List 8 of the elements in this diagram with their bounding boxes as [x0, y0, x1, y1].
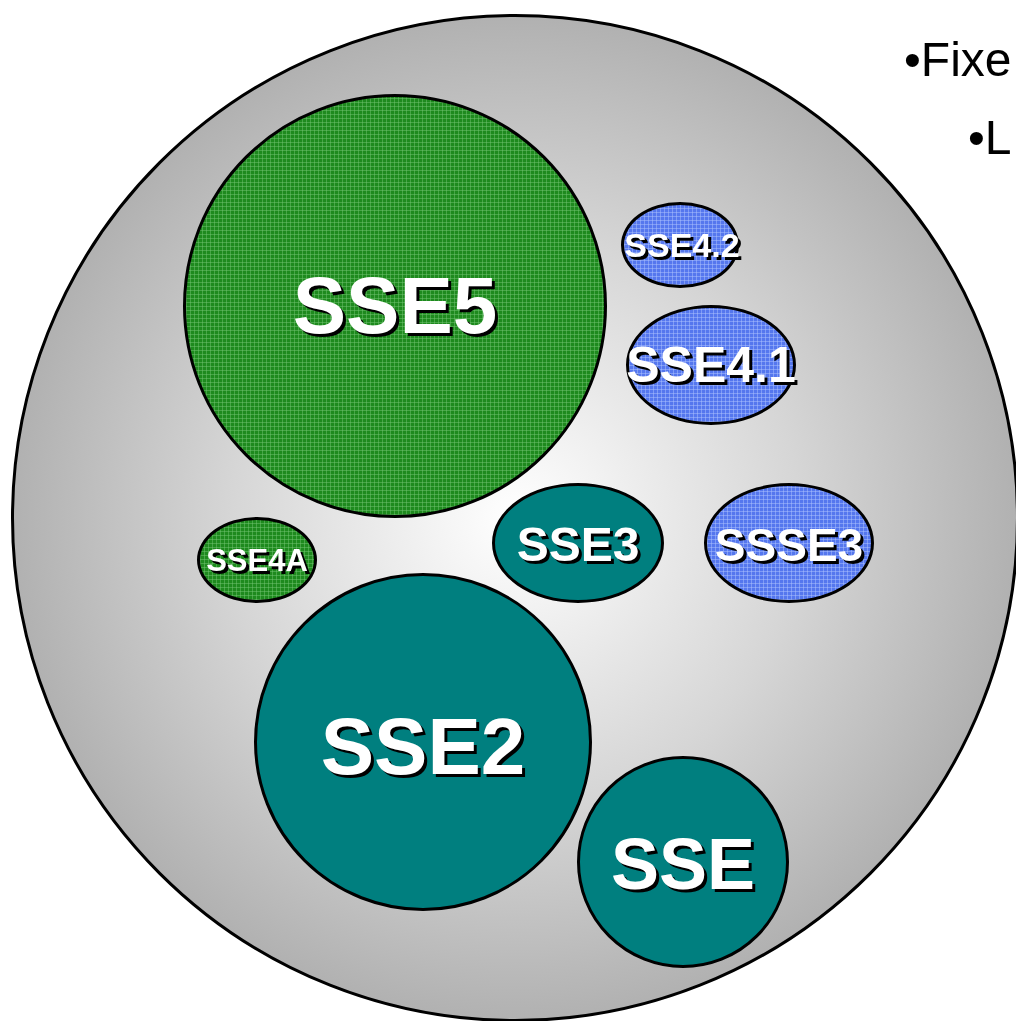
- node-label: SSE4A: [206, 544, 308, 576]
- node-label: SSSE3: [714, 522, 864, 568]
- bullet-text: •Fixe: [904, 36, 1012, 84]
- node-label: SSE5: [292, 266, 498, 346]
- node-label: SSE: [610, 828, 756, 900]
- node-label: SSE3: [516, 521, 640, 569]
- node-label: SSE2: [320, 707, 526, 787]
- bullet-text: •L: [968, 114, 1012, 162]
